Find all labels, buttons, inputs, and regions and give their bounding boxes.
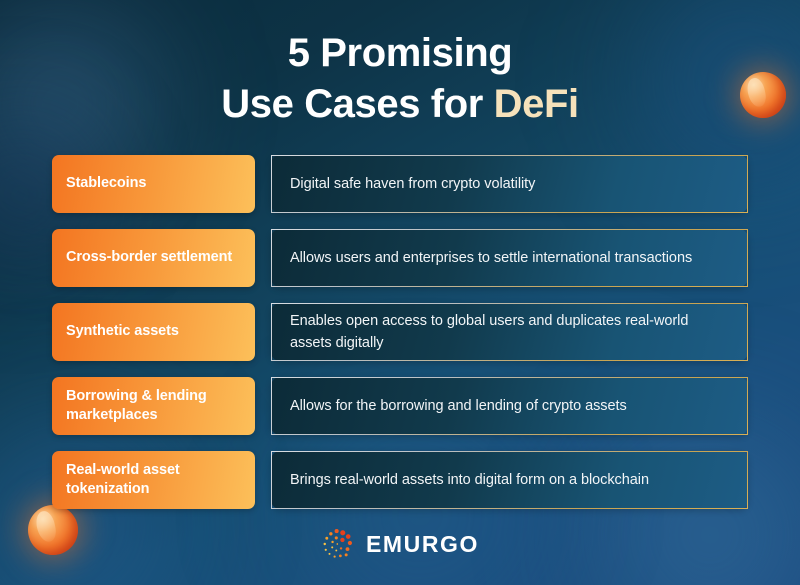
list-item: Real-world asset tokenization Brings rea…: [52, 451, 748, 509]
use-case-label-text: Synthetic assets: [66, 323, 179, 340]
use-case-description-borrowing-lending-marketplaces[interactable]: Allows for the borrowing and lending of …: [271, 377, 748, 435]
use-case-description-text: Allows for the borrowing and lending of …: [290, 397, 627, 414]
use-case-label-cross-border-settlement[interactable]: Cross-border settlement: [52, 229, 255, 287]
use-case-description-text: Digital safe haven from crypto volatilit…: [290, 175, 536, 192]
use-case-label-text: Borrowing & lending marketplaces: [66, 387, 207, 423]
title-accent-defi: DeFi: [493, 82, 579, 127]
sphere-body: [740, 72, 786, 118]
list-item: Synthetic assets Enables open access to …: [52, 303, 748, 361]
list-item: Cross-border settlement Allows users and…: [52, 229, 748, 287]
use-case-description-stablecoins[interactable]: Digital safe haven from crypto volatilit…: [271, 155, 748, 213]
use-case-description-real-world-asset-tokenization[interactable]: Brings real-world assets into digital fo…: [271, 451, 748, 509]
use-case-label-borrowing-lending-marketplaces[interactable]: Borrowing & lending marketplaces: [52, 377, 255, 435]
use-case-description-text: Brings real-world assets into digital fo…: [290, 471, 649, 488]
list-item: Borrowing & lending marketplaces Allows …: [52, 377, 748, 435]
use-case-list: Stablecoins Digital safe haven from cryp…: [52, 155, 748, 509]
use-case-label-real-world-asset-tokenization[interactable]: Real-world asset tokenization: [52, 451, 255, 509]
use-case-label-text: Real-world asset tokenization: [66, 461, 180, 497]
title-line-2: Use Cases for DeFi: [0, 79, 800, 130]
use-case-description-cross-border-settlement[interactable]: Allows users and enterprises to settle i…: [271, 229, 748, 287]
emurgo-dot-spiral-icon: [323, 529, 352, 558]
sphere-body: [28, 505, 78, 555]
use-case-label-stablecoins[interactable]: Stablecoins: [52, 155, 255, 213]
list-item: Stablecoins Digital safe haven from cryp…: [52, 155, 748, 213]
use-case-description-text: Allows users and enterprises to settle i…: [290, 249, 693, 266]
use-case-description-synthetic-assets[interactable]: Enables open access to global users and …: [271, 303, 748, 361]
title-line-2-prefix: Use Cases for: [221, 82, 494, 127]
footer-logo: EMURGO: [0, 527, 800, 561]
page-title: 5 Promising Use Cases for DeFi: [0, 28, 800, 130]
use-case-label-text: Cross-border settlement: [66, 249, 233, 266]
use-case-label-text: Stablecoins: [66, 175, 147, 192]
use-case-label-synthetic-assets[interactable]: Synthetic assets: [52, 303, 255, 361]
title-line-1: 5 Promising: [287, 31, 513, 75]
use-case-description-text: Enables open access to global users and …: [290, 312, 689, 351]
orange-sphere-icon-top-right: [723, 55, 800, 135]
brand-name: EMURGO: [365, 530, 480, 557]
